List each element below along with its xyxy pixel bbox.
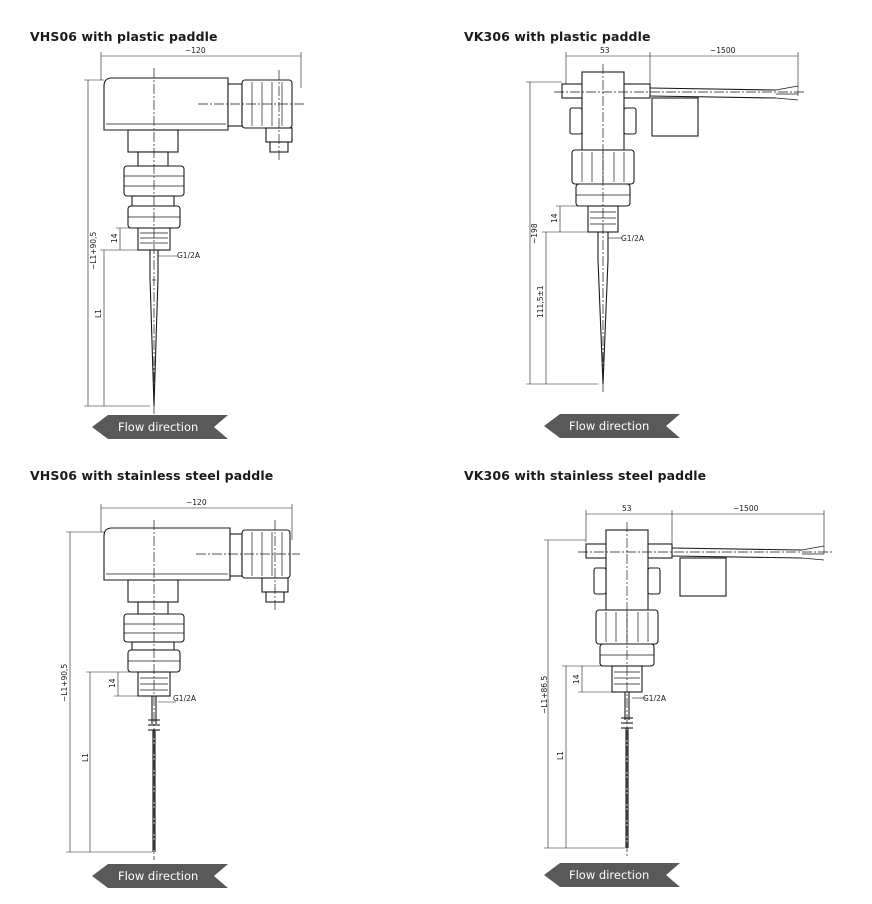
dim-width-top: ~120 [186,498,207,507]
panel-vk306-stainless: VK306 with stainless steel paddle 53 ~15… [436,452,872,904]
flow-label: Flow direction [118,420,198,434]
panel-title: VK306 with plastic paddle [464,29,651,44]
dim-thread-height: 14 [108,678,117,688]
panel-title: VHS06 with stainless steel paddle [30,468,274,483]
dim-paddle-length: 111,5±1 [536,285,545,318]
flow-direction-arrow: Flow direction [92,415,228,439]
dim-paddle-length: L1 [556,751,565,760]
dim-paddle-length: L1 [94,309,103,318]
dim-body-width: 53 [600,46,610,55]
flow-label: Flow direction [118,869,198,883]
panel-title: VHS06 with plastic paddle [30,29,218,44]
dim-total-height: ~L1+86,5 [540,676,549,714]
dim-thread-height: 14 [110,233,119,243]
flow-direction-arrow: Flow direction [544,414,680,438]
dim-paddle-length: L1 [81,753,90,762]
flow-direction-arrow: Flow direction [544,863,680,887]
panel-vhs06-plastic: VHS06 with plastic paddle ~120 [0,0,436,452]
dim-thread-height: 14 [550,213,559,223]
vk306-plastic-drawing: 53 ~1500 G1/ [526,46,806,438]
flow-direction-arrow: Flow direction [92,864,228,888]
dim-thread: G1/2A [621,234,645,243]
dim-width-top: ~120 [185,46,206,55]
dim-cable-length: ~1500 [733,504,759,513]
flow-label: Flow direction [569,868,649,882]
vhs06-plastic-drawing: ~120 G1/2A [84,46,306,439]
panel-vk306-plastic: VK306 with plastic paddle 53 ~1500 [436,0,872,452]
panel-title: VK306 with stainless steel paddle [464,468,707,483]
dim-cable-length: ~1500 [710,46,736,55]
dim-thread: G1/2A [173,694,197,703]
dim-thread: G1/2A [643,694,667,703]
dim-total-height: ~L1+90,5 [89,232,98,270]
panel-vhs06-stainless: VHS06 with stainless steel paddle ~120 [0,452,436,904]
flow-label: Flow direction [569,419,649,433]
dim-total-height: ~198 [530,223,539,244]
vhs06-stainless-drawing: ~120 [60,498,300,888]
vk306-stainless-drawing: 53 ~1500 [540,504,832,887]
dim-body-width: 53 [622,504,632,513]
dim-thread: G1/2A [177,251,201,260]
dim-total-height: ~L1+90,5 [60,664,69,702]
dim-thread-height: 14 [572,674,581,684]
